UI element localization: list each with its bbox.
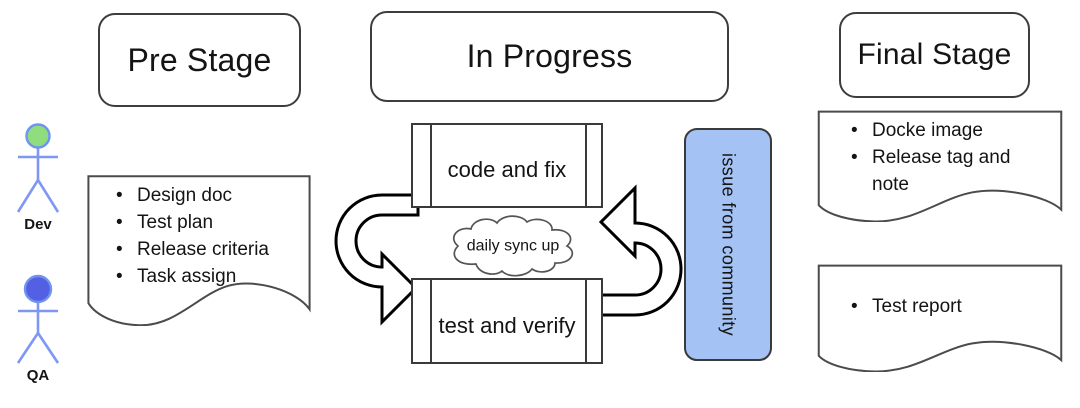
release-artifacts-document: Docke image Release tag and note — [815, 110, 1065, 222]
community-issue-note: issue from community — [684, 128, 772, 361]
test-and-verify-box: test and verify — [411, 278, 603, 364]
loop-arrow-right-icon — [597, 184, 683, 317]
code-and-fix-box: code and fix — [411, 123, 603, 208]
pre-stage-doc-list: Design doc Test plan Release criteria Ta… — [116, 182, 269, 290]
list-item: Task assign — [116, 263, 269, 290]
daily-sync-label: daily sync up — [466, 237, 560, 255]
subroutine-bar-icon — [585, 280, 587, 362]
qa-label: QA — [26, 367, 50, 384]
final-stage-title-label: Final Stage — [857, 38, 1012, 71]
dev-head-icon — [25, 123, 51, 149]
list-item: Test plan — [116, 209, 269, 236]
in-progress-title: In Progress — [370, 11, 729, 102]
list-item: Release tag and note — [851, 144, 1032, 198]
loop-arrow-left-icon — [334, 193, 420, 326]
pre-stage-document: Design doc Test plan Release criteria Ta… — [85, 174, 313, 326]
subroutine-bar-icon — [585, 125, 587, 206]
code-and-fix-label: code and fix — [447, 157, 567, 182]
pre-stage-title-label: Pre Stage — [127, 41, 272, 78]
cloud-shape-icon — [443, 213, 583, 279]
in-progress-title-label: In Progress — [466, 38, 633, 74]
test-and-verify-label: test and verify — [438, 312, 576, 338]
list-item: Test report — [851, 293, 962, 320]
pre-stage-title: Pre Stage — [98, 13, 301, 107]
list-item: Docke image — [851, 117, 1032, 144]
dev-label: Dev — [24, 216, 52, 233]
qa-head-icon — [23, 274, 53, 304]
dev-stick-figure-icon — [16, 123, 60, 213]
subroutine-bar-icon — [430, 125, 432, 206]
community-issue-label: issue from community — [718, 152, 739, 337]
test-report-list: Test report — [851, 293, 962, 320]
final-stage-title: Final Stage — [839, 12, 1030, 98]
list-item: Release criteria — [116, 236, 269, 263]
test-report-document: Test report — [815, 264, 1065, 372]
actor-qa: QA — [0, 265, 76, 384]
subroutine-bar-icon — [430, 280, 432, 362]
release-artifacts-list: Docke image Release tag and note — [851, 117, 1032, 198]
qa-stick-figure-icon — [16, 274, 60, 364]
list-item: Design doc — [116, 182, 269, 209]
actor-dev: Dev — [0, 112, 76, 233]
daily-sync-cloud: daily sync up — [443, 213, 583, 279]
